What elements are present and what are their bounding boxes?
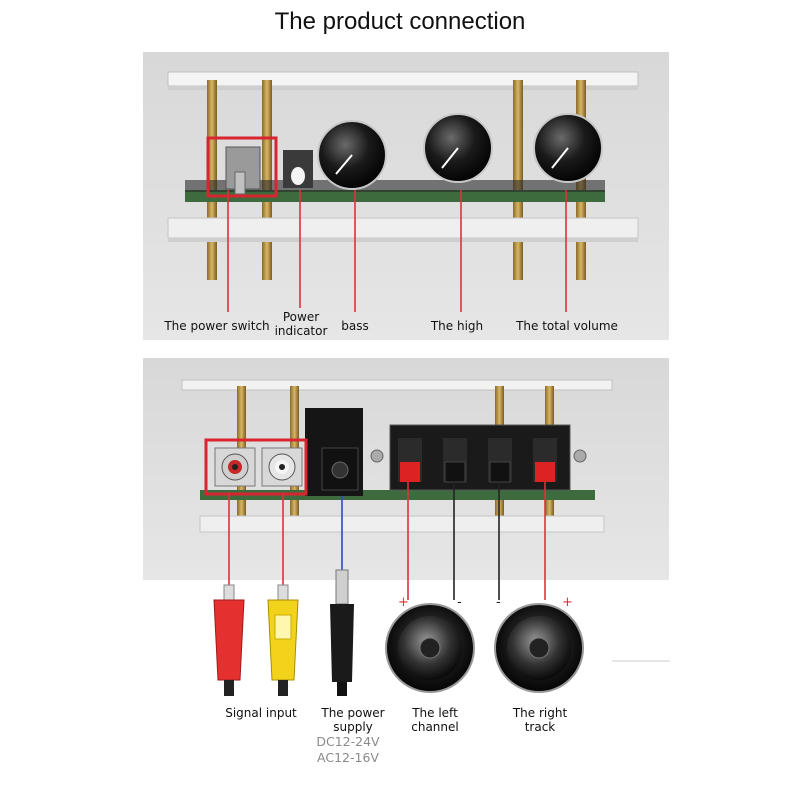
knob-icon bbox=[423, 113, 493, 183]
rca-jack-icon bbox=[214, 447, 256, 487]
toggle-switch-icon bbox=[225, 146, 261, 195]
label-total-volume: The total volume bbox=[515, 319, 618, 333]
label-power-switch: The power switch bbox=[163, 319, 269, 333]
label-left-channel-1: The left bbox=[411, 706, 458, 720]
dc-plug-icon bbox=[330, 569, 354, 696]
rca-jack-icon bbox=[261, 447, 303, 487]
label-bass: bass bbox=[341, 319, 368, 333]
label-signal-input: Signal input bbox=[225, 706, 297, 720]
page-title: The product connection bbox=[274, 8, 526, 35]
bottom-photo bbox=[143, 358, 669, 600]
label-power-indicator-2: indicator bbox=[275, 324, 328, 338]
speaker-icon bbox=[385, 603, 475, 693]
top-pointer-lines bbox=[227, 190, 567, 312]
minus-sign-right: - bbox=[496, 595, 501, 610]
knob-icon bbox=[533, 113, 603, 183]
label-power-indicator-1: Power bbox=[283, 310, 319, 324]
plus-sign-left: + bbox=[398, 595, 409, 610]
label-power-supply-2: supply bbox=[333, 720, 373, 734]
label-ac-spec: AC12-16V bbox=[317, 750, 379, 765]
knob-icon bbox=[317, 120, 387, 190]
label-dc-spec: DC12-24V bbox=[316, 734, 380, 749]
label-right-track-1: The right bbox=[512, 706, 568, 720]
label-left-channel-2: channel bbox=[411, 720, 458, 734]
speaker-icon bbox=[494, 603, 584, 693]
label-power-supply-1: The power bbox=[320, 706, 384, 720]
led-icon bbox=[283, 150, 313, 188]
rca-plug-icon bbox=[267, 584, 299, 696]
label-right-track-2: track bbox=[525, 720, 556, 734]
rca-plug-icon bbox=[213, 584, 245, 696]
signal-input-highlight bbox=[204, 438, 308, 496]
speaker-terminal-icon bbox=[389, 424, 571, 491]
minus-sign-left: - bbox=[457, 595, 462, 610]
label-the-high: The high bbox=[430, 319, 483, 333]
power-switch-highlight bbox=[206, 136, 278, 198]
dc-jack-icon bbox=[305, 408, 363, 496]
bottom-wires bbox=[228, 482, 546, 600]
plus-sign-right: + bbox=[562, 595, 573, 610]
top-photo: The power switch Power indicator bass Th… bbox=[143, 52, 669, 340]
